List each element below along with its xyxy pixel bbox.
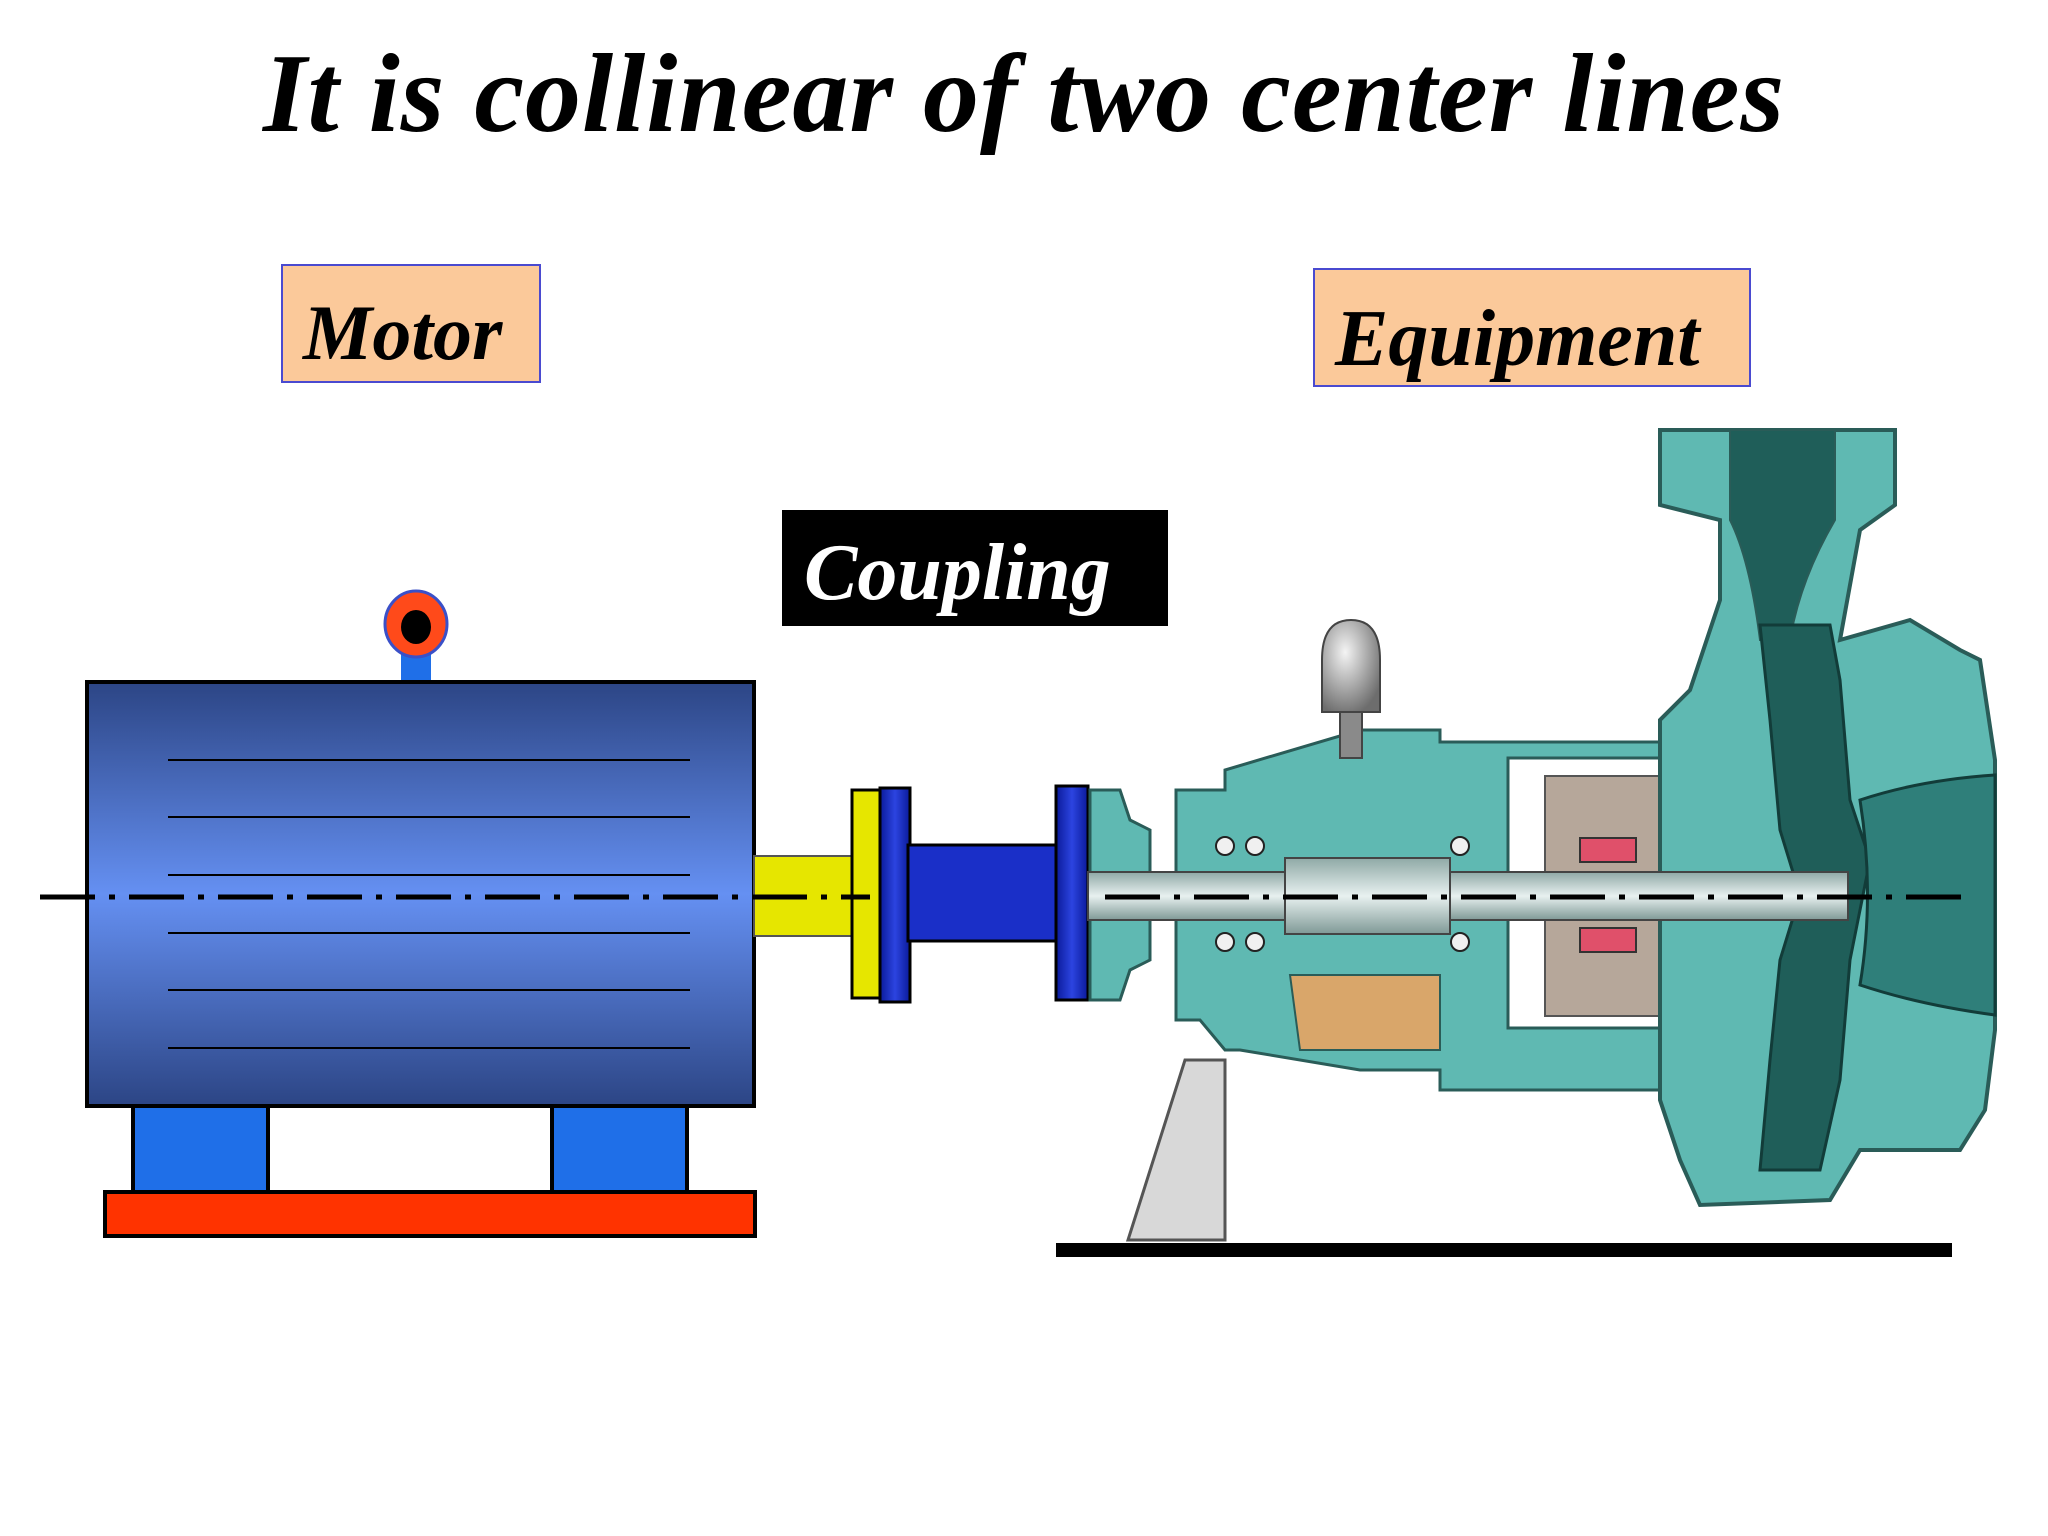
ground-line [1056, 1243, 1952, 1257]
coupling-spacer [906, 843, 1060, 943]
motor-label: Motor [281, 264, 541, 383]
breather-cap-icon [1321, 618, 1381, 759]
motor-base-plate [103, 1190, 757, 1238]
motor-cooling-fins [168, 759, 690, 1049]
pump-pedestal [1125, 1058, 1227, 1242]
coupling-hub-yellow [850, 788, 884, 1000]
coupling-flange-right [1054, 784, 1090, 1002]
coupling-label: Coupling [782, 510, 1168, 626]
motor [85, 589, 757, 1238]
motor-foot-right [550, 1104, 689, 1196]
pump [1056, 428, 1997, 1257]
motor-body [85, 680, 756, 1108]
motor-foot-left [131, 1104, 270, 1196]
lifting-eye-icon [383, 589, 449, 684]
oil-reservoir [1288, 974, 1441, 1051]
coupling [753, 784, 1090, 1004]
equipment-label: Equipment [1313, 268, 1751, 387]
slide-title: It is collinear of two center lines [262, 32, 1786, 156]
bearing-icon [1215, 836, 1470, 952]
coupling-flange-left [878, 786, 912, 1004]
